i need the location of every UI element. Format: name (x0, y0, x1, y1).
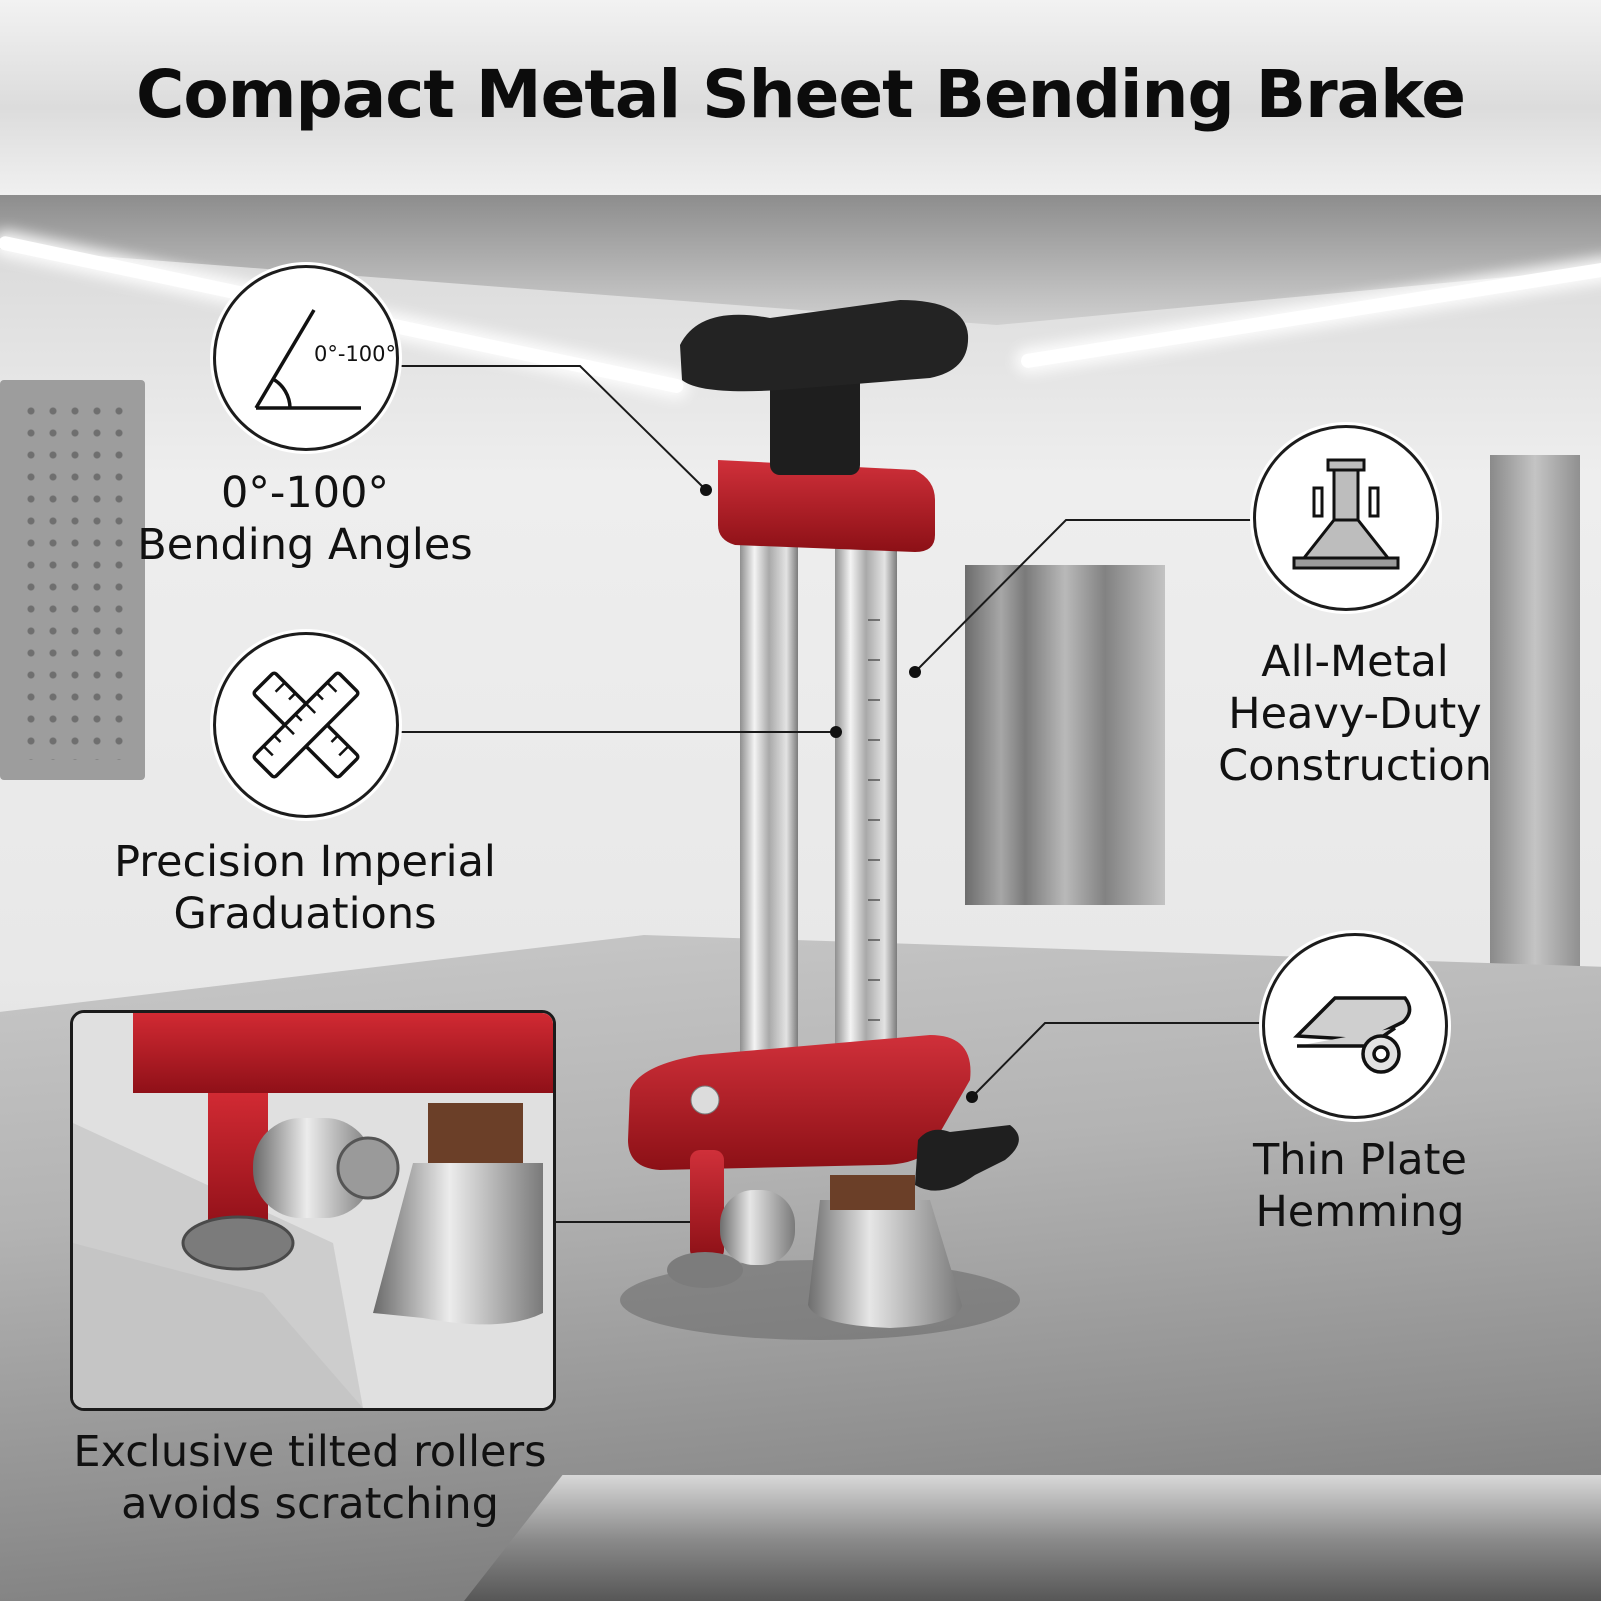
red-pin (690, 1150, 724, 1260)
callout-bending-angles: 0°-100° (213, 265, 399, 451)
label-graduations: Precision Imperial Graduations (90, 836, 520, 940)
label-line: Hemming (1255, 1187, 1465, 1237)
label-line: Bending Angles (137, 520, 473, 570)
label-line: Thin Plate (1253, 1135, 1467, 1185)
angle-icon-label: 0°-100° (314, 342, 396, 366)
base-screw (690, 1085, 720, 1115)
roller-spring (830, 1175, 915, 1210)
t-handle-grip (680, 300, 969, 392)
label-line: Graduations (173, 889, 437, 939)
angle-icon: 0°-100° (254, 309, 396, 410)
base-red-block (628, 1035, 971, 1170)
roller-closeup-inset (70, 1010, 556, 1411)
header-band: Compact Metal Sheet Bending Brake (0, 0, 1601, 195)
metal-column-icon (1292, 458, 1400, 570)
label-all-metal: All-Metal Heavy-Duty Construction (1175, 636, 1535, 792)
rolled-sheet-icon (1293, 996, 1412, 1074)
label-hemming: Thin Plate Hemming (1200, 1134, 1520, 1238)
label-line: 0°-100° (221, 468, 389, 518)
chrome-post-right (835, 545, 897, 1105)
callout-graduations (213, 632, 399, 818)
label-line: Precision Imperial (114, 837, 496, 887)
label-line: Heavy-Duty (1228, 689, 1482, 739)
bearing-roller (720, 1190, 795, 1265)
label-line: Exclusive tilted rollers (73, 1427, 547, 1477)
callout-all-metal (1253, 425, 1439, 611)
label-line: Construction (1218, 741, 1492, 791)
chrome-post-left (740, 530, 798, 1070)
page-title: Compact Metal Sheet Bending Brake (135, 56, 1466, 133)
label-tilted-rollers: Exclusive tilted rollers avoids scratchi… (50, 1426, 570, 1530)
tilted-roller (808, 1200, 962, 1328)
small-roller (667, 1252, 743, 1288)
callout-hemming (1262, 933, 1448, 1119)
tool-pegboard (0, 380, 145, 780)
label-line: All-Metal (1261, 637, 1449, 687)
inset-illustration (73, 1013, 553, 1408)
label-bending-angles: 0°-100° Bending Angles (100, 467, 510, 571)
top-red-block (718, 460, 935, 552)
metal-panel-right (1490, 455, 1580, 975)
crossed-rulers-icon (252, 671, 360, 779)
label-line: avoids scratching (121, 1479, 499, 1529)
wing-knob (915, 1125, 1019, 1191)
